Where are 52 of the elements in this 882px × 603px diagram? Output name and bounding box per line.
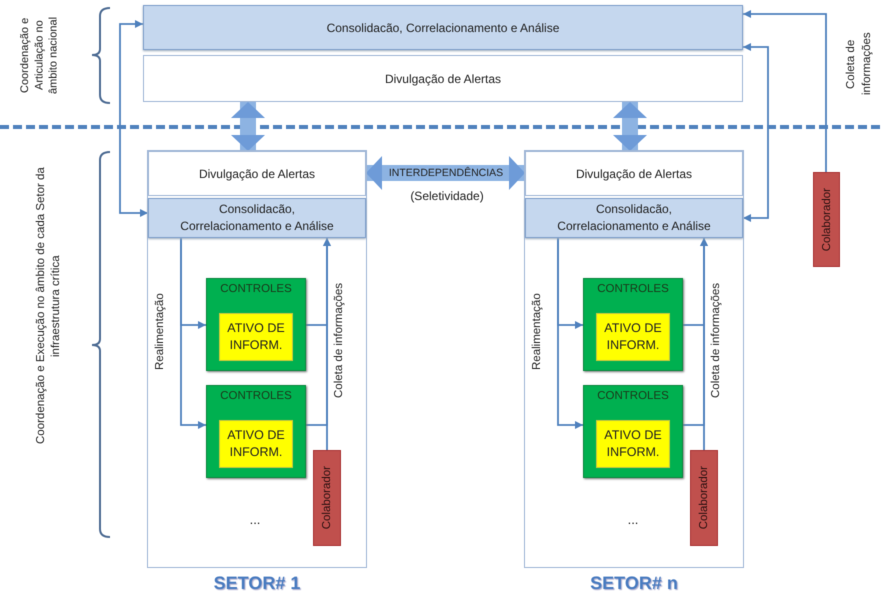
ellipsis: ... xyxy=(626,512,640,528)
asset-box xyxy=(596,313,670,361)
block-arrow xyxy=(366,156,525,190)
box-label: CONTROLES xyxy=(219,390,293,402)
note: (Seletividade) xyxy=(409,189,485,205)
arrow xyxy=(557,238,583,429)
box-label: ATIVO DE INFORM. xyxy=(226,320,286,354)
asset-box xyxy=(219,313,293,361)
box-label: Consolidacão, Correlacionamento e Análise xyxy=(556,200,712,235)
box-label: Divulgação de Alertas xyxy=(384,72,502,86)
ellipsis: ... xyxy=(248,512,262,528)
box-label: Consolidacão, Correlacionamento e Análise xyxy=(326,20,560,34)
controls-box xyxy=(583,385,683,478)
arrow xyxy=(180,238,206,429)
controls-box xyxy=(206,385,306,478)
box-label: CONTROLES xyxy=(596,390,670,402)
box-label: Colaborador xyxy=(698,466,710,530)
controls-box xyxy=(206,278,306,371)
box-label: ATIVO DE INFORM. xyxy=(603,427,663,461)
collaborator-box xyxy=(690,450,718,546)
arrow xyxy=(743,10,827,172)
box-label: Divulgação de Alertas xyxy=(198,166,316,180)
box-label: Colaborador xyxy=(820,188,832,252)
collaborator-box xyxy=(313,450,341,546)
controls-box xyxy=(583,278,683,371)
box-label: Consolidacão, Correlacionamento e Análise xyxy=(179,200,335,235)
box-label: Colaborador xyxy=(321,466,333,530)
edge-label: INTERDEPENDÊNCIAS xyxy=(388,166,504,181)
box-label: CONTROLES xyxy=(219,283,293,295)
block-arrow xyxy=(231,102,265,151)
process-box xyxy=(148,151,366,196)
arrow xyxy=(323,238,331,450)
process-box xyxy=(525,151,743,196)
block-arrow xyxy=(613,102,647,151)
asset-box xyxy=(596,420,670,468)
side-label: Coordenação e Execução no âmbito de cada Setor da infraestrutura crítica xyxy=(34,166,63,446)
arrow xyxy=(743,43,769,222)
sector-heading: SETOR# 1 xyxy=(212,573,302,594)
box-label: ATIVO DE INFORM. xyxy=(226,427,286,461)
process-box xyxy=(148,198,366,238)
box-label: CONTROLES xyxy=(596,283,670,295)
arrow xyxy=(119,20,148,217)
sector-heading: SETOR# n xyxy=(589,573,679,594)
side-label: Coordenação e Articulação no âmbito nacional xyxy=(18,15,61,96)
process-box xyxy=(525,198,743,238)
collaborator-box xyxy=(813,172,840,267)
process-box xyxy=(143,5,743,50)
box-label: Divulgação de Alertas xyxy=(576,166,692,180)
box-label: ATIVO DE INFORM. xyxy=(603,320,663,354)
arrow xyxy=(700,238,708,450)
process-box xyxy=(143,55,743,102)
asset-box xyxy=(219,420,293,468)
